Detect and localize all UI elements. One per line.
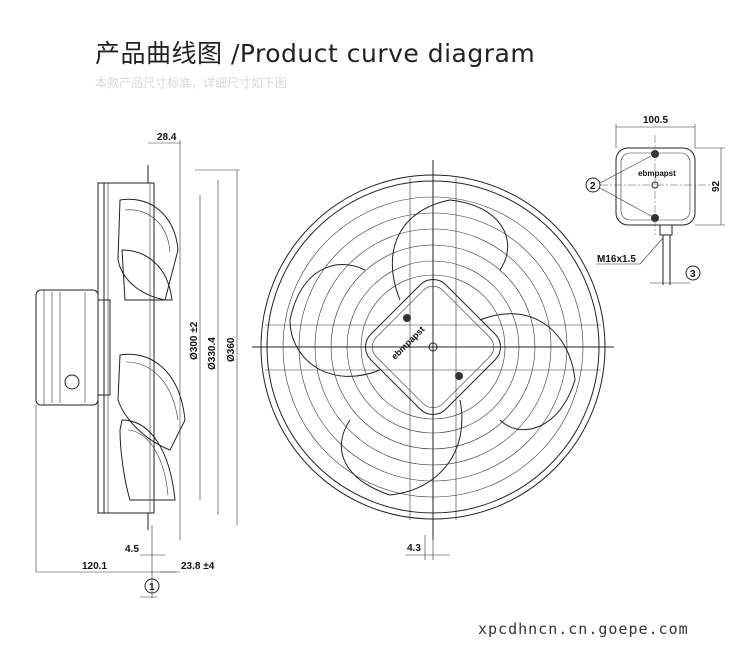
box-brand: ebmpapst <box>638 169 676 178</box>
dim-flange: 4.5 <box>125 544 139 555</box>
svg-text:1: 1 <box>149 582 155 593</box>
dim-top: 28.4 <box>157 132 177 143</box>
page-subtitle: 本款产品尺寸标准，详细尺寸如下图 <box>95 76 288 90</box>
callout-1 <box>144 578 160 594</box>
front-view: ebmpapst 4.3 <box>252 160 614 560</box>
fan-blade <box>289 263 381 377</box>
dim-motor: 120.1 <box>82 561 107 572</box>
fan-blade <box>121 249 173 301</box>
side-view: 28.4 Ø300 ±2 Ø330.4 Ø360 4.5 120.1 23.8 … <box>35 132 240 598</box>
fan-blade <box>119 419 176 501</box>
dim-width: 100.5 <box>643 115 668 126</box>
svg-text:2: 2 <box>590 181 596 192</box>
dim-height: 92 <box>711 180 722 192</box>
fan-blade <box>479 313 576 431</box>
terminal-box <box>615 147 696 226</box>
hub-terminal-box <box>365 279 501 415</box>
svg-text:3: 3 <box>690 269 696 280</box>
watermark: xpcdhncn.cn.goepe.com <box>478 620 689 638</box>
fan-blade <box>340 399 463 496</box>
guard-frame <box>97 182 105 514</box>
motor-housing <box>35 289 99 406</box>
callout-2 <box>585 177 601 193</box>
callout-3 <box>685 265 701 281</box>
dim-d300: Ø300 ±2 <box>189 321 200 360</box>
fan-blade <box>391 199 509 301</box>
thread-label: M16x1.5 <box>597 254 636 265</box>
dim-d360: Ø360 <box>226 337 237 362</box>
terminal-box-detail: ebmpapst 100.5 92 M16x1.5 3 2 <box>585 115 725 285</box>
dim-offset: 23.8 ±4 <box>181 561 215 572</box>
fan-blade <box>117 353 186 451</box>
hub-brand: ebmpapst <box>389 324 426 361</box>
page-title: 产品曲线图 /Product curve diagram <box>95 39 536 68</box>
dim-bottom: 4.3 <box>407 543 421 554</box>
dim-d330: Ø330.4 <box>207 337 218 370</box>
